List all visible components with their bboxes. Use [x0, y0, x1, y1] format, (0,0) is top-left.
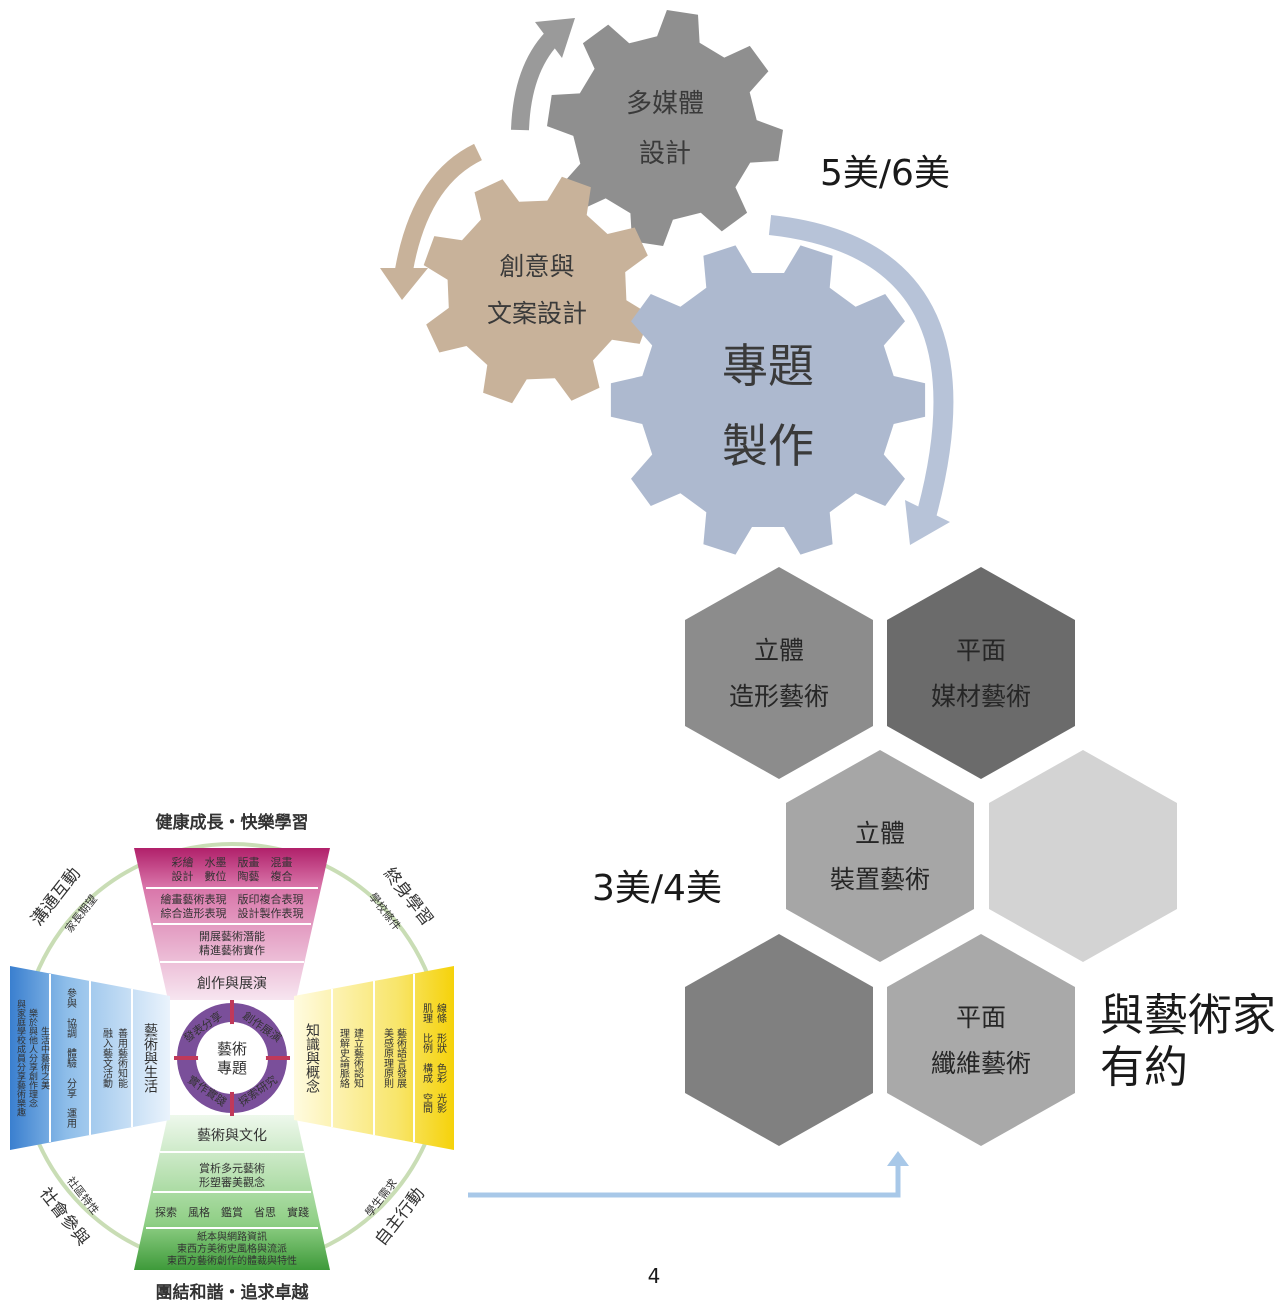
right-col-4: 美感原理原則	[382, 1027, 394, 1089]
hexagon-5	[685, 934, 873, 1146]
hexagon-4	[989, 750, 1177, 962]
left-col-2: 融入藝文活動	[101, 1028, 113, 1089]
top-sector-title: 創作與展演	[197, 976, 267, 992]
connector-arrow	[468, 1166, 901, 1198]
wheel-top-banner: 健康成長・快樂學習	[156, 812, 309, 833]
center-line2: 專題	[217, 1059, 247, 1077]
hexagon-6-line1: 平面	[956, 1003, 1006, 1032]
right-sector-title: 知識與概念	[304, 1022, 320, 1093]
hexagon-2-line1: 平面	[956, 636, 1006, 665]
bottom-row-5: 東西方美術史風格與流派	[177, 1242, 287, 1255]
label-artist-line1: 與藝術家	[1100, 990, 1276, 1041]
cycle-arrow-left	[395, 143, 483, 272]
bottom-sector-title: 藝術與文化	[197, 1128, 267, 1144]
top-row-3: 繪畫藝術表現 版印複合表現	[161, 892, 304, 906]
gear-multimedia	[547, 10, 783, 246]
top-row-6: 精進藝術實作	[199, 943, 265, 957]
hexagon-3-line1: 立體	[855, 819, 905, 848]
cycle-arrow-top-head	[535, 18, 575, 58]
top-row-4: 綜合造形表現 設計製作表現	[161, 906, 304, 920]
gear-left-line1: 創意與	[499, 252, 574, 281]
label-five-six: 5美/6美	[820, 153, 950, 194]
right-col-7: 線條 形狀 色彩 光影	[435, 1002, 447, 1114]
label-artist-line2: 有約	[1100, 1042, 1188, 1093]
top-row-5: 開展藝術潛能	[199, 929, 265, 943]
bottom-row-2: 形塑審美觀念	[199, 1175, 265, 1189]
right-col-8: 肌理 比例 構成 空間	[421, 1003, 433, 1114]
hexagon-6	[887, 934, 1075, 1146]
top-row-2: 設計 數位 陶藝 複合	[172, 869, 293, 883]
page-number: 4	[648, 1264, 661, 1288]
bottom-row-4: 紙本與網路資訊	[197, 1230, 267, 1243]
left-sector-title: 藝術與生活	[142, 1023, 158, 1093]
hexagon-3	[786, 750, 974, 962]
cycle-arrow-right-head	[905, 500, 950, 545]
left-col-5: 樂於與他人分享創作理念	[27, 1007, 38, 1107]
wheel-bottom-banner: 團結和諧・追求卓越	[156, 1282, 310, 1303]
connector-arrow-head	[887, 1151, 909, 1166]
right-col-1: 建立藝術認知	[352, 1027, 364, 1088]
hexagon-1-line2: 造形藝術	[729, 682, 829, 711]
bottom-row-3: 探索 風格 鑑賞 省思 實踐	[155, 1205, 309, 1219]
gear-main-line2: 製作	[722, 419, 814, 473]
gear-top-line2: 設計	[639, 139, 691, 169]
gear-left-line2: 文案設計	[487, 299, 587, 328]
hexagon-6-line2: 纖維藝術	[931, 1049, 1031, 1078]
cycle-arrow-left-head	[380, 268, 428, 300]
hexagon-3-line2: 裝置藝術	[830, 865, 930, 894]
right-col-2: 理解史論脈絡	[338, 1028, 350, 1089]
gear-project	[610, 245, 926, 555]
gear-main-line1: 專題	[722, 339, 814, 393]
top-row-1: 彩繪 水墨 版畫 混畫	[172, 855, 293, 869]
gear-top-line1: 多媒體	[626, 89, 704, 119]
bottom-row-1: 賞析多元藝術	[199, 1161, 265, 1175]
gear-creative	[423, 176, 651, 404]
left-col-3: 參與 協調 體驗 分享 運用	[65, 987, 77, 1129]
right-col-3: 藝術語言發展	[395, 1027, 407, 1089]
hexagon-1-line1: 立體	[754, 636, 804, 665]
bottom-row-6: 東西方藝術創作的體裁與特性	[167, 1254, 297, 1267]
cycle-arrow-right	[768, 215, 954, 523]
label-three-four: 3美/4美	[592, 868, 722, 909]
center-line1: 藝術	[217, 1040, 247, 1058]
hexagon-2-line2: 媒材藝術	[931, 682, 1031, 711]
cycle-arrow-top	[511, 31, 559, 131]
hexagon-2	[887, 567, 1075, 779]
left-col-4: 生活中藝術之美	[39, 1025, 50, 1090]
hexagon-1	[685, 567, 873, 779]
left-col-1: 善用藝術知能	[116, 1027, 128, 1089]
left-col-6: 與家庭學校成員分享藝術樂趣	[15, 998, 26, 1116]
curriculum-wheel: 彩繪 水墨 版畫 混畫 設計 數位 陶藝 複合 繪畫藝術表現 版印複合表現 綜合…	[10, 812, 454, 1303]
